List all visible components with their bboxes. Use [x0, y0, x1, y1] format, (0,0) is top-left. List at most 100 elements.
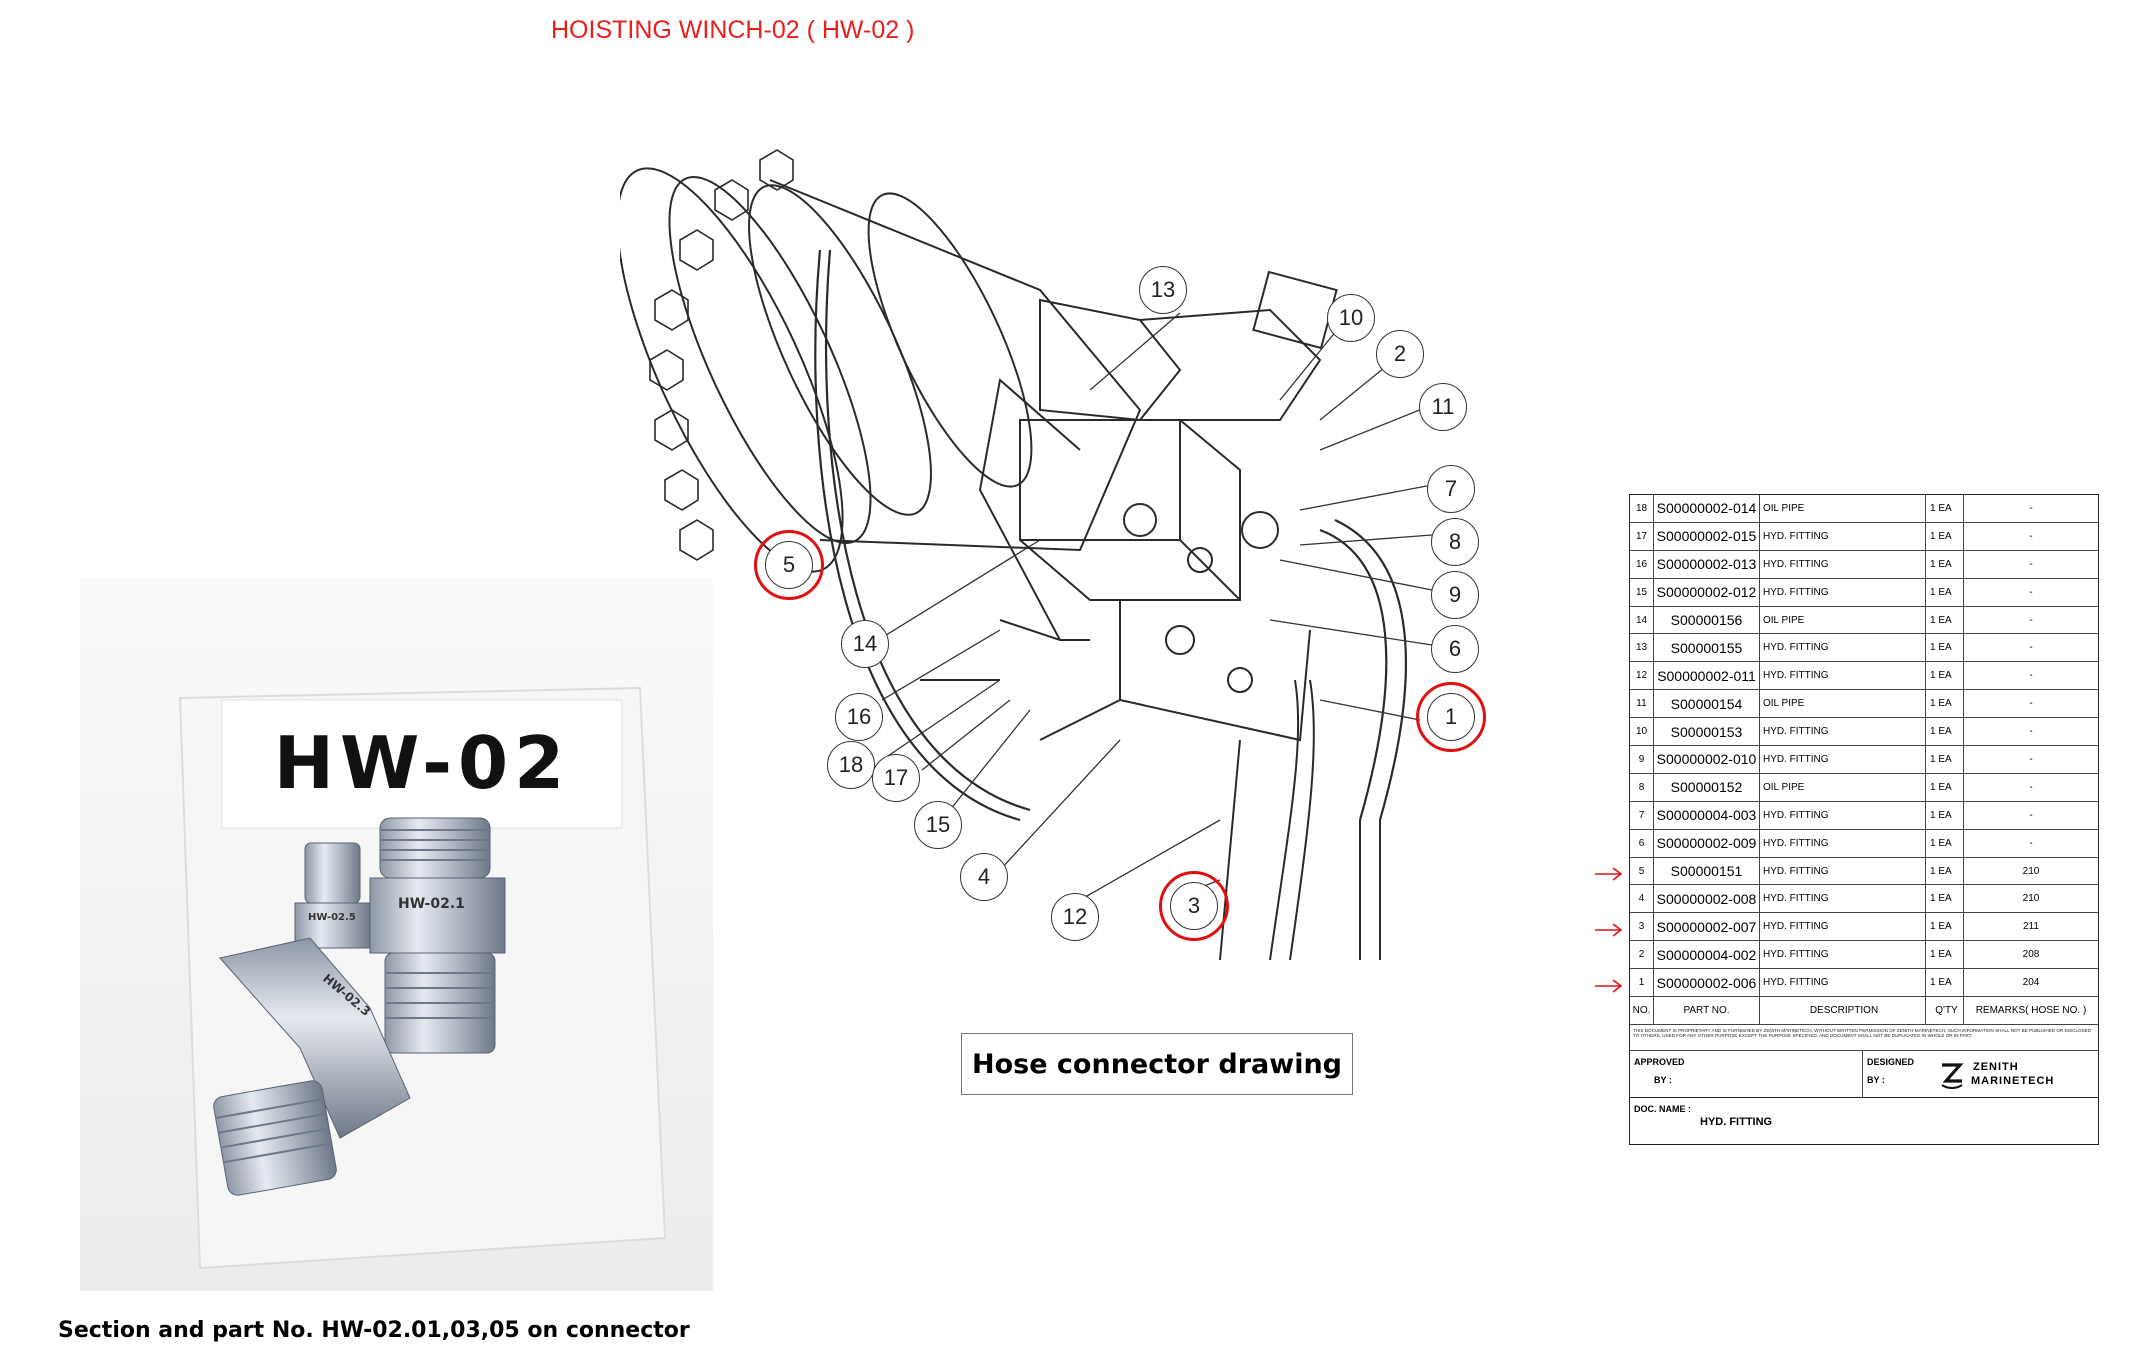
- company-name-line1: ZENITH: [1973, 1060, 2019, 1073]
- bom-cell-part-no: S00000002-007: [1654, 913, 1760, 941]
- bom-cell-no: 6: [1630, 829, 1654, 857]
- bom-cell-part-no: S00000004-002: [1654, 941, 1760, 969]
- bom-cell-remarks: 210: [2022, 893, 2040, 905]
- callout-6: 6: [1431, 625, 1479, 673]
- bom-cell-no: 14: [1630, 606, 1654, 634]
- bom-cell-description: HYD. FITTING: [1760, 801, 1926, 829]
- highlight-ring-1: [1416, 682, 1486, 752]
- bom-cell-part-no: S00000002-014: [1654, 495, 1760, 522]
- callout-4: 4: [960, 853, 1008, 901]
- bom-cell-remarks: -: [2029, 753, 2033, 765]
- bom-cell-part-no: S00000002-006: [1654, 969, 1760, 997]
- bom-cell-part-no: S00000004-003: [1654, 801, 1760, 829]
- bom-cell-part-no: S00000152: [1654, 773, 1760, 801]
- arrow-right-icon: [1595, 867, 1623, 881]
- designed-by: BY :: [1867, 1074, 1885, 1085]
- callout-11: 11: [1419, 383, 1467, 431]
- bom-cell-remarks: -: [2029, 642, 2033, 654]
- bom-cell-no: 12: [1630, 662, 1654, 690]
- bom-cell-part-no: S00000151: [1654, 857, 1760, 885]
- bom-cell-no: 8: [1630, 773, 1654, 801]
- approved-cell: APPROVED BY :: [1630, 1050, 1863, 1097]
- callout-9: 9: [1431, 571, 1479, 619]
- bom-cell-description: HYD. FITTING: [1760, 578, 1926, 606]
- hose-connector-drawing: [620, 149, 1433, 961]
- bom-cell-description: HYD. FITTING: [1760, 969, 1926, 997]
- company-name-line2: MARINETECH: [1971, 1074, 2055, 1087]
- bom-cell-description: HYD. FITTING: [1760, 662, 1926, 690]
- doc-name-label: DOC. NAME :: [1634, 1103, 1691, 1114]
- bom-cell-remarks: -: [2029, 558, 2033, 570]
- bom-cell-remarks: -: [2029, 614, 2033, 626]
- proprietary-note: THIS DOCUMENT IS PROPRIETARY AND IS FURN…: [1630, 1025, 2098, 1051]
- bom-cell-qty: 1 EA: [1926, 801, 1964, 829]
- bom-cell-remarks: 211: [2023, 921, 2039, 933]
- callout-18: 18: [827, 741, 875, 789]
- bom-cell-remarks: -: [2029, 726, 2033, 738]
- callout-7: 7: [1427, 465, 1475, 513]
- header-qty: Q'TY: [1926, 997, 1964, 1024]
- bom-cell-qty: 1 EA: [1926, 495, 1964, 522]
- callout-12: 12: [1051, 893, 1099, 941]
- bom-cell-description: HYD. FITTING: [1760, 746, 1926, 773]
- bom-cell-description: HYD. FITTING: [1760, 522, 1926, 550]
- bom-cell-part-no: S00000002-009: [1654, 829, 1760, 857]
- bom-cell-no: 9: [1630, 746, 1654, 773]
- highlight-ring-3: [1159, 871, 1229, 941]
- fitting-label: HW-02.1: [398, 896, 465, 912]
- bom-cell-remarks: -: [2029, 670, 2033, 682]
- bom-cell-part-no: S00000156: [1654, 606, 1760, 634]
- bom-cell-description: HYD. FITTING: [1760, 913, 1926, 941]
- bom-cell-remarks: -: [2029, 781, 2033, 793]
- bom-cell-description: HYD. FITTING: [1760, 550, 1926, 578]
- doc-name-value: HYD. FITTING: [1700, 1115, 1773, 1128]
- bom-cell-no: 10: [1630, 718, 1654, 746]
- bom-cell-no: 16: [1630, 550, 1654, 578]
- bom-cell-description: OIL PIPE: [1760, 495, 1926, 522]
- bom-cell-description: HYD. FITTING: [1760, 885, 1926, 913]
- bom-cell-qty: 1 EA: [1926, 746, 1964, 773]
- callout-2: 2: [1376, 330, 1424, 378]
- zenith-logo-icon: [1941, 1063, 1964, 1089]
- bom-cell-description: HYD. FITTING: [1760, 718, 1926, 746]
- fittings-bag-illustration: [178, 686, 667, 1270]
- bom-cell-no: 11: [1630, 690, 1654, 718]
- bom-cell-remarks: 210: [2022, 865, 2040, 877]
- bom-cell-part-no: S00000153: [1654, 718, 1760, 746]
- bom-cell-no: 1: [1630, 969, 1654, 997]
- bom-cell-qty: 1 EA: [1926, 913, 1964, 941]
- header-no: NO.: [1630, 997, 1654, 1024]
- approved-label: APPROVED: [1634, 1056, 1685, 1067]
- callout-13: 13: [1139, 266, 1187, 314]
- callout-8: 8: [1431, 518, 1479, 566]
- bom-cell-no: 18: [1630, 495, 1654, 522]
- bom-cell-qty: 1 EA: [1926, 885, 1964, 913]
- bom-cell-remarks: -: [2029, 502, 2033, 514]
- bom-cell-description: OIL PIPE: [1760, 606, 1926, 634]
- bag-label: HW-02: [273, 721, 571, 805]
- bom-cell-qty: 1 EA: [1926, 969, 1964, 997]
- bom-cell-qty: 1 EA: [1926, 773, 1964, 801]
- bom-cell-part-no: S00000002-008: [1654, 885, 1760, 913]
- bom-cell-remarks: -: [2029, 586, 2033, 598]
- bom-cell-remarks: 204: [2022, 977, 2040, 989]
- bom-cell-qty: 1 EA: [1926, 941, 1964, 969]
- bom-cell-remarks: 208: [2022, 949, 2040, 961]
- fitting-label: HW-02.5: [308, 912, 356, 923]
- bom-cell-part-no: S00000002-013: [1654, 550, 1760, 578]
- signature-block: APPROVED BY : DESIGNED BY : ZENITH MARIN…: [1630, 1050, 2098, 1098]
- fittings-photo: HW-02 HW-02.1 HW-02.5 HW-02.3: [80, 578, 713, 1291]
- callout-15: 15: [914, 801, 962, 849]
- bom-cell-description: HYD. FITTING: [1760, 634, 1926, 662]
- bom-cell-remarks: -: [2029, 837, 2033, 849]
